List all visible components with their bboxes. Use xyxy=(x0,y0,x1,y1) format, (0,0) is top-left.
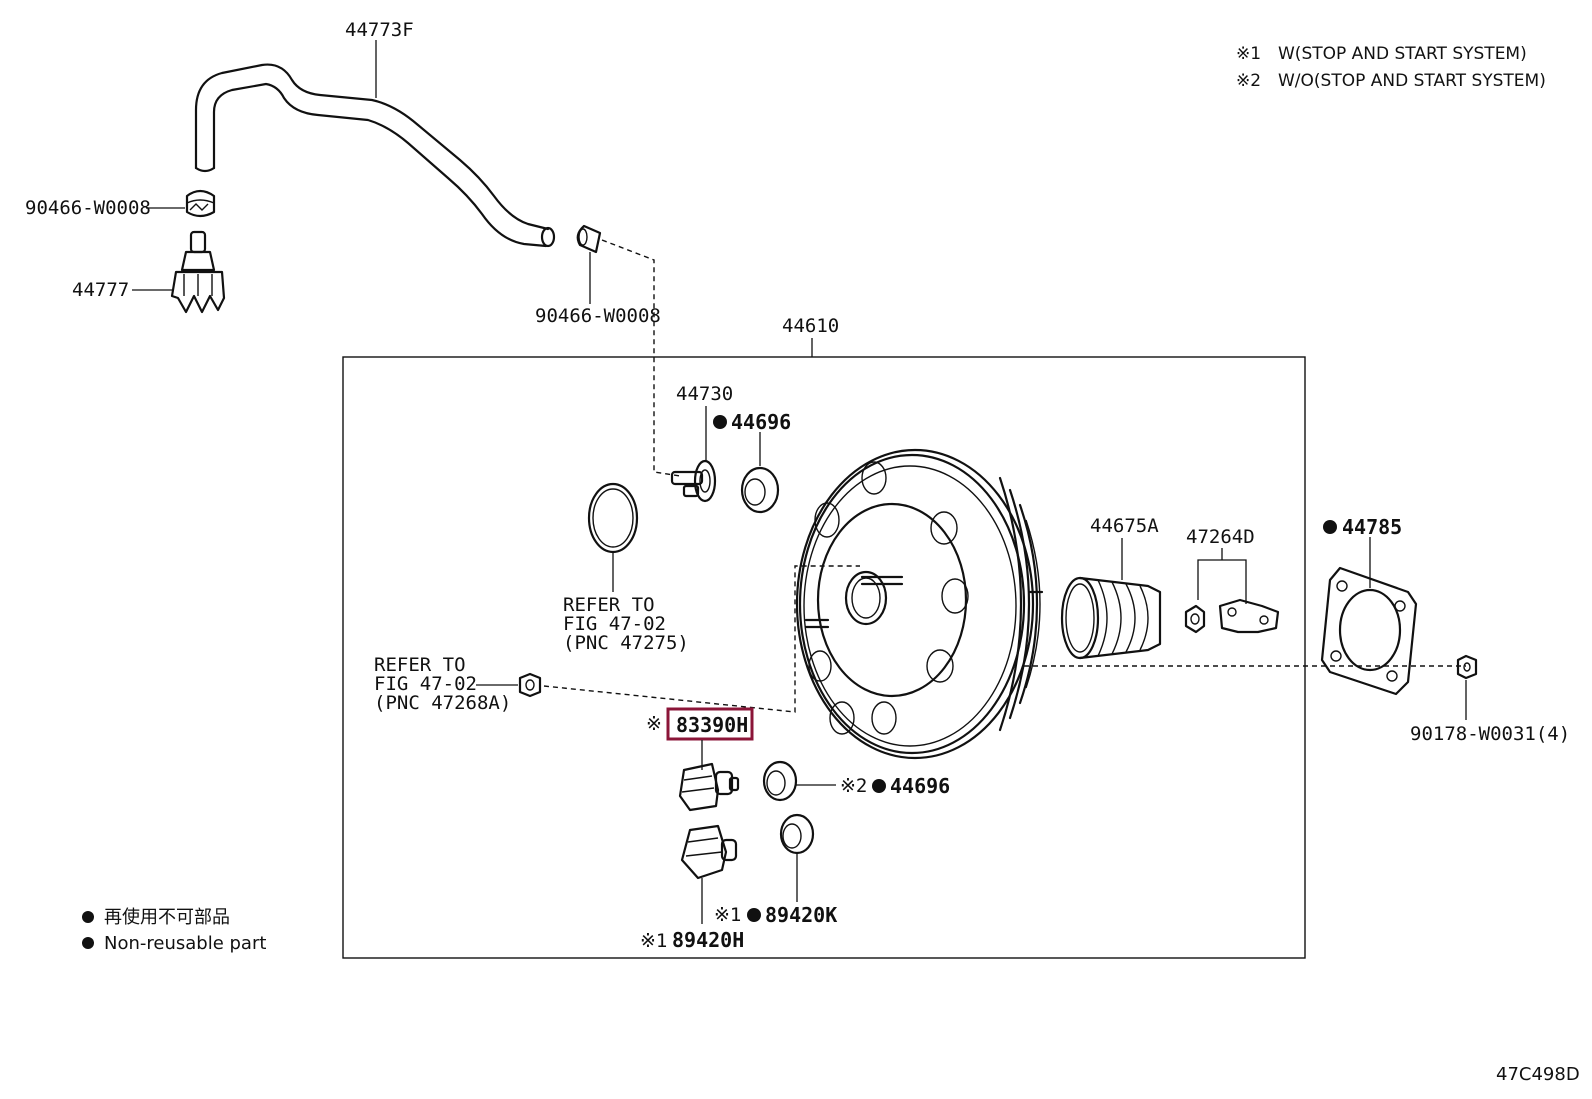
clip-left-drawing[interactable] xyxy=(185,189,216,218)
o-ring-drawing[interactable] xyxy=(587,482,639,554)
label-89420H[interactable]: 89420H xyxy=(672,928,744,952)
mark-plug: ※1 xyxy=(714,904,741,926)
small-nut-drawing[interactable] xyxy=(518,672,542,698)
grommet-top-drawing[interactable] xyxy=(740,466,780,514)
mark-grommet-bottom: ※2 xyxy=(840,775,867,797)
check-valve-drawing[interactable] xyxy=(670,459,717,503)
label-44696-bottom[interactable]: 44696 xyxy=(890,774,950,798)
label-44773F[interactable]: 44773F xyxy=(345,19,414,41)
note-1-text: W(STOP AND START SYSTEM) xyxy=(1278,44,1527,64)
note-2-text: W/O(STOP AND START SYSTEM) xyxy=(1278,71,1546,91)
sensor-lower-drawing[interactable] xyxy=(680,824,738,880)
ref-nut-line1: REFER TO xyxy=(374,654,466,676)
ref-ring-line3: (PNC 47275) xyxy=(563,632,689,654)
plug-drawing[interactable] xyxy=(779,813,815,855)
brake-booster-drawing[interactable] xyxy=(795,448,1044,760)
clip-right-drawing[interactable] xyxy=(576,224,602,254)
boot-drawing[interactable] xyxy=(1060,576,1162,660)
ref-ring-line1: REFER TO xyxy=(563,594,655,616)
nonreuse-dot-grommet-top xyxy=(713,415,727,429)
note-2-mark: ※2 xyxy=(1236,71,1261,91)
nonreuse-dot-plug xyxy=(747,908,761,922)
mark-highlight: ※ xyxy=(646,713,662,735)
legend-dot-1 xyxy=(82,911,94,923)
highlight-box xyxy=(666,707,754,741)
gasket-drawing[interactable] xyxy=(1320,566,1418,696)
legend-line2: Non-reusable part xyxy=(104,933,266,954)
label-44777[interactable]: 44777 xyxy=(72,279,129,301)
figure-code: 47C498D xyxy=(1496,1064,1580,1085)
sensor-upper-drawing[interactable] xyxy=(678,762,740,812)
label-44675A[interactable]: 44675A xyxy=(1090,515,1159,537)
notes: ※1 W(STOP AND START SYSTEM) ※2 W/O(STOP … xyxy=(1236,44,1546,91)
label-44696-top[interactable]: 44696 xyxy=(731,410,791,434)
mark-sensor-lower: ※1 xyxy=(640,930,667,952)
label-90178-W0031[interactable]: 90178-W0031(4) xyxy=(1410,723,1570,745)
label-83390H[interactable]: 83390H xyxy=(676,713,748,737)
label-89420K[interactable]: 89420K xyxy=(765,903,837,927)
grommet-bottom-drawing[interactable] xyxy=(762,760,798,802)
ref-nut-line3: (PNC 47268A) xyxy=(374,692,511,714)
legend: 再使用不可部品 Non-reusable part xyxy=(82,907,266,954)
label-90466-W0008-left[interactable]: 90466-W0008 xyxy=(25,197,151,219)
legend-line1: 再使用不可部品 xyxy=(104,907,230,928)
label-90466-W0008-right[interactable]: 90466-W0008 xyxy=(535,305,661,327)
legend-dot-2 xyxy=(82,937,94,949)
label-44785[interactable]: 44785 xyxy=(1342,515,1402,539)
label-44730[interactable]: 44730 xyxy=(676,383,733,405)
nonreuse-dot-grommet-bottom xyxy=(872,779,886,793)
label-47264D[interactable]: 47264D xyxy=(1186,526,1255,548)
label-44610[interactable]: 44610 xyxy=(782,315,839,337)
nut-drawing[interactable] xyxy=(1456,654,1478,680)
note-1-mark: ※1 xyxy=(1236,44,1261,64)
nonreuse-dot-gasket xyxy=(1323,520,1337,534)
clevis-drawing[interactable] xyxy=(1184,598,1280,634)
assembly-box xyxy=(342,356,1306,959)
ref-ring-line2: FIG 47-02 xyxy=(563,613,666,635)
ref-nut-line2: FIG 47-02 xyxy=(374,673,477,695)
valve-drawing[interactable] xyxy=(170,230,226,314)
hose-drawing[interactable] xyxy=(194,63,556,248)
